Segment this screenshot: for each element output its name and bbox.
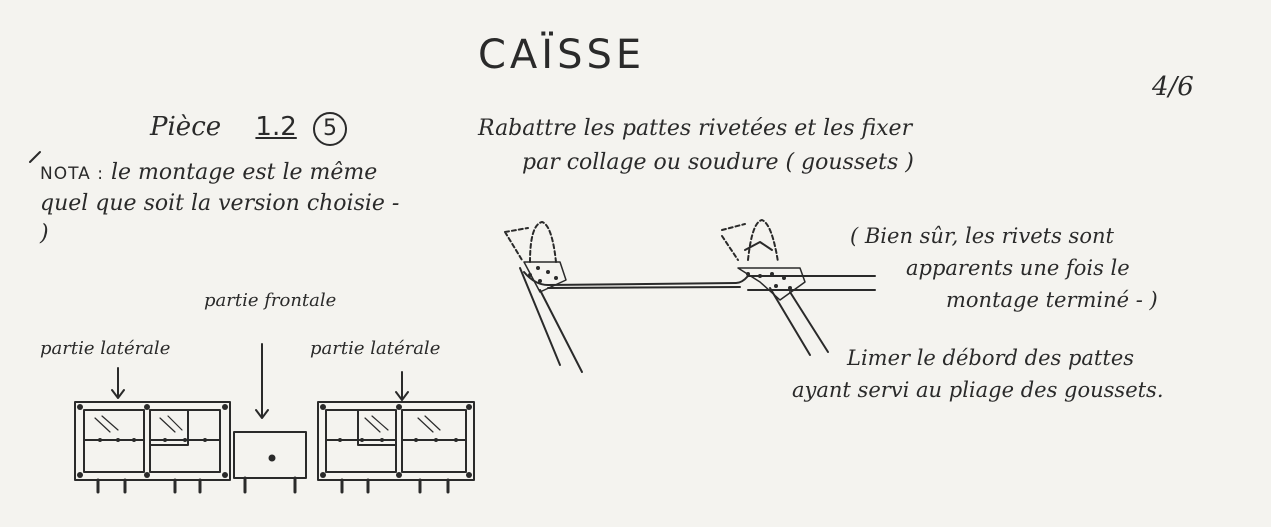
frame-joint-sketch bbox=[504, 219, 876, 373]
piece-label: Pièce bbox=[150, 112, 222, 142]
piece-number: 1.2 bbox=[255, 112, 297, 142]
label-side-part-right: partie latérale bbox=[310, 338, 441, 359]
page-number: 4/6 bbox=[1152, 72, 1194, 102]
arrow-left-side bbox=[111, 367, 125, 399]
instruction-fold-line2: par collage ou soudure ( goussets ) bbox=[522, 150, 914, 175]
remark-rivets: ( Bien sûr, les rivets sont apparents un… bbox=[850, 220, 1230, 316]
nota-tick bbox=[29, 151, 41, 163]
front-panel bbox=[233, 431, 307, 494]
nota-text: le montage est le même quel que soit la … bbox=[40, 160, 400, 246]
instruction-fold: Rabattre les pattes rivetées et les fixe… bbox=[478, 112, 1038, 180]
piece-reference: Pièce 1.2 5 bbox=[150, 112, 348, 146]
arrow-front bbox=[255, 343, 269, 419]
label-side-part-left: partie latérale bbox=[40, 338, 171, 359]
piece-circled-number: 5 bbox=[313, 112, 348, 146]
remark-line2: apparents une fois le bbox=[906, 256, 1130, 280]
instruction-file-line2: ayant servi au pliage des goussets. bbox=[792, 378, 1164, 402]
label-front-part: partie frontale bbox=[204, 290, 337, 311]
page-title: CAÏSSE bbox=[478, 32, 646, 78]
right-side-panel bbox=[317, 401, 475, 494]
instruction-file: Limer le débord des pattes ayant servi a… bbox=[792, 342, 1271, 406]
remark-line3: montage terminé - ) bbox=[946, 288, 1158, 312]
instruction-fold-line1: Rabattre les pattes rivetées et les fixe… bbox=[478, 116, 913, 141]
nota-note: NOTA : le montage est le même quel que s… bbox=[40, 158, 400, 249]
instruction-file-line1: Limer le débord des pattes bbox=[847, 346, 1135, 370]
nota-label: NOTA : bbox=[40, 164, 104, 184]
remark-line1: ( Bien sûr, les rivets sont bbox=[850, 224, 1114, 248]
arrow-right-side bbox=[395, 371, 409, 401]
left-side-panel bbox=[74, 401, 231, 494]
